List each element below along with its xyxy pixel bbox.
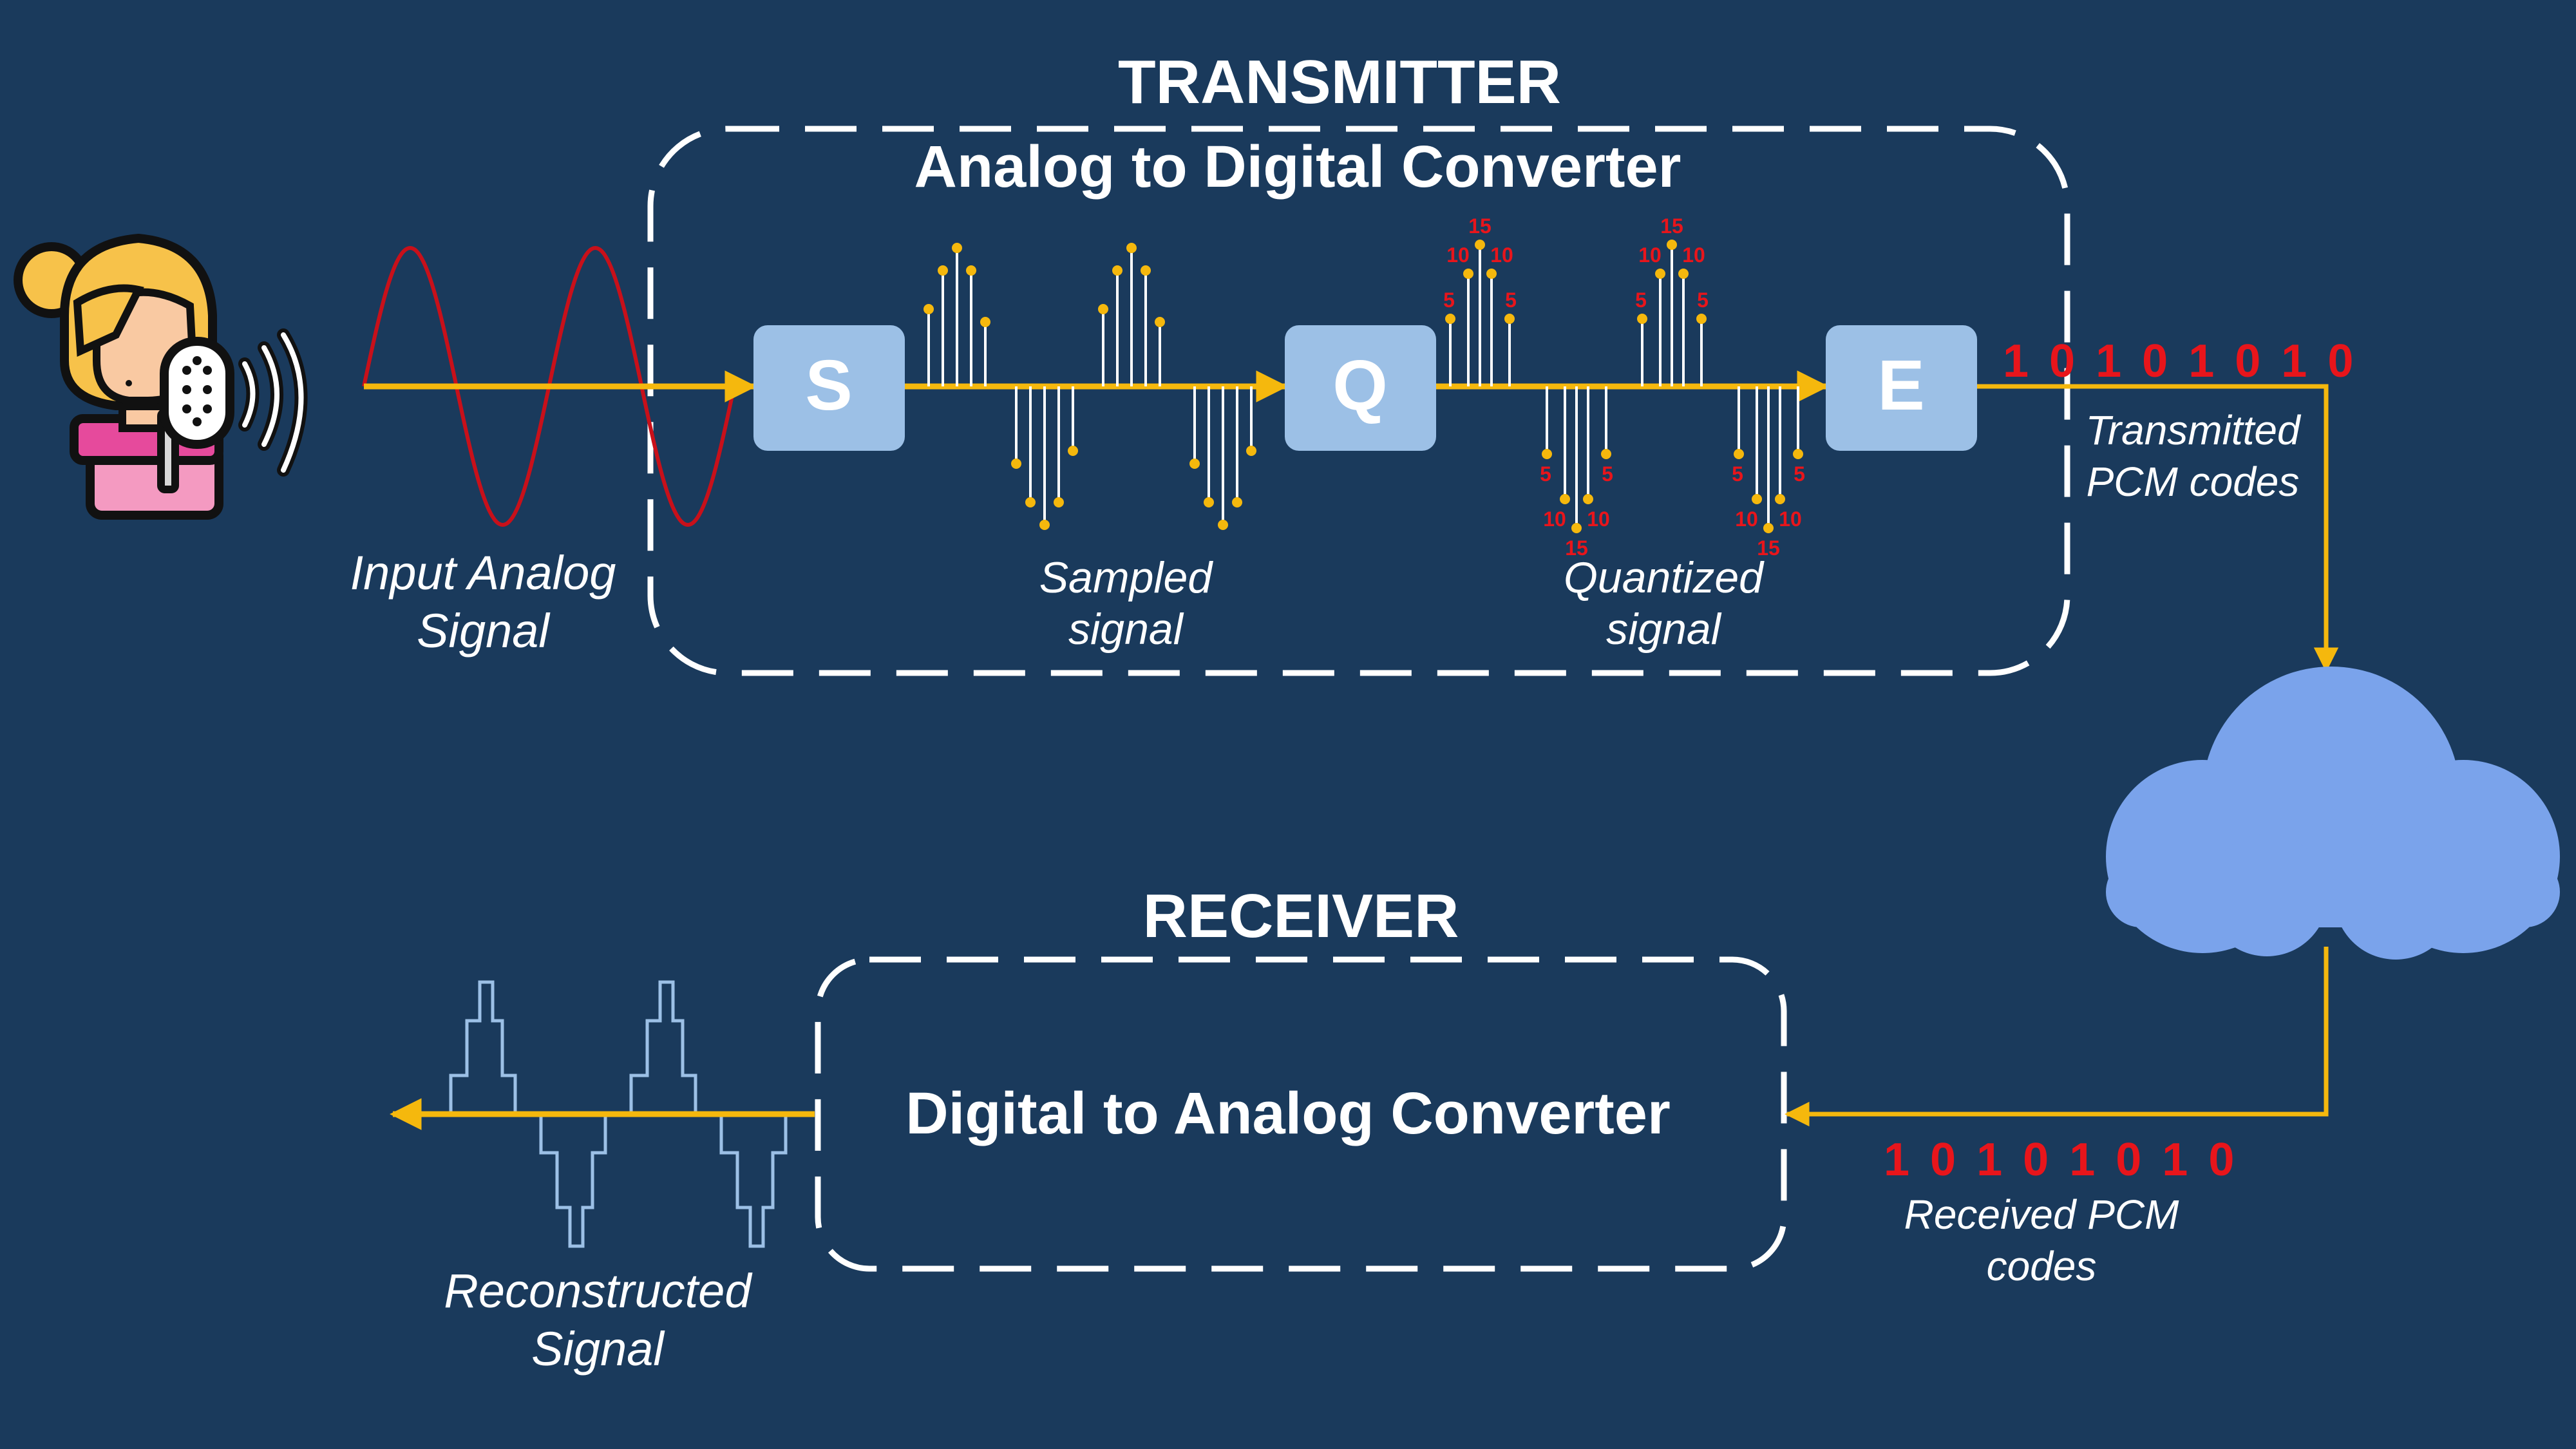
quantized-caption-line2: signal — [1606, 605, 1722, 654]
quantization-level-label: 10 — [1543, 507, 1566, 531]
sample-dot — [1011, 459, 1021, 469]
encoder-block: E — [1826, 325, 1977, 451]
transmitted-pcm-bits: 1 0 1 0 1 0 1 0 — [2003, 336, 2357, 387]
quantizer-label: Q — [1332, 346, 1388, 425]
sampler-block: S — [753, 325, 905, 451]
quantization-level-label: 10 — [1587, 507, 1610, 531]
quantized-dot — [1504, 314, 1515, 324]
quantization-level-label: 5 — [1732, 462, 1743, 486]
quantization-level-labels: 5 10 15 10 5 5 10 15 10 5 5 10 15 10 5 5 10 15 10 5 — [1443, 214, 1805, 560]
quantization-level-label: 5 — [1635, 289, 1647, 312]
quantization-level-label: 15 — [1565, 536, 1588, 560]
quantized-dot — [1637, 314, 1647, 324]
quantization-level-label: 5 — [1443, 289, 1455, 312]
sample-dot — [1025, 497, 1036, 507]
quantized-dot — [1560, 494, 1570, 504]
quantized-dot — [1734, 449, 1744, 459]
transmitted-pcm-caption-line1: Transmitted — [2085, 407, 2302, 453]
quantization-level-label: 10 — [1446, 243, 1470, 267]
output-caption-line2: Signal — [531, 1322, 665, 1376]
sample-dot — [980, 317, 990, 327]
received-pcm-caption-line2: codes — [1987, 1243, 2097, 1289]
input-caption-line2: Signal — [417, 604, 551, 658]
quantized-dot — [1775, 494, 1785, 504]
received-pcm-caption-line1: Received PCM — [1904, 1191, 2180, 1238]
channel-to-receiver-arrow — [1785, 947, 2329, 1127]
quantized-dot — [1601, 449, 1611, 459]
sample-dot — [1068, 446, 1078, 456]
quantization-level-label: 5 — [1794, 462, 1805, 486]
sample-dot — [1098, 304, 1108, 314]
cloud-icon — [2106, 667, 2560, 960]
transmitted-pcm-caption-line2: PCM codes — [2087, 459, 2300, 505]
sampled-caption-line1: Sampled — [1039, 553, 1214, 602]
sample-dot — [1039, 520, 1050, 530]
sample-dot — [1189, 459, 1200, 469]
quantization-level-label: 15 — [1468, 214, 1492, 238]
quantization-level-label: 10 — [1779, 507, 1802, 531]
sampled-signal — [923, 243, 1256, 530]
quantization-level-label: 10 — [1682, 243, 1705, 267]
sampled-caption-line2: signal — [1068, 605, 1184, 654]
quantization-level-label: 5 — [1540, 462, 1551, 486]
quantizer-block: Q — [1285, 325, 1436, 451]
quantization-level-label: 10 — [1638, 243, 1662, 267]
adc-title: Analog to Digital Converter — [914, 134, 1681, 200]
sample-dot — [1141, 265, 1151, 276]
output-caption-line1: Reconstructed — [444, 1264, 753, 1318]
sample-dot — [1155, 317, 1165, 327]
receiver-heading: RECEIVER — [1143, 882, 1459, 951]
adc-box — [647, 126, 2070, 676]
quantized-caption-line1: Quantized — [1564, 553, 1765, 602]
sampler-label: S — [805, 346, 852, 425]
quantization-level-label: 10 — [1735, 507, 1758, 531]
quantized-dot — [1655, 269, 1665, 279]
quantization-level-label: 10 — [1490, 243, 1513, 267]
sample-dot — [952, 243, 962, 253]
quantized-dot — [1667, 240, 1677, 250]
sample-dot — [1218, 520, 1228, 530]
sample-dot — [1112, 265, 1122, 276]
quantized-dot — [1445, 314, 1455, 324]
transmitter-heading: TRANSMITTER — [1118, 48, 1561, 117]
sample-dot — [966, 265, 976, 276]
encoder-label: E — [1877, 346, 1924, 425]
quantized-dot — [1463, 269, 1473, 279]
quantized-dot — [1486, 269, 1497, 279]
encoder-to-channel-arrow — [1977, 384, 2339, 672]
quantized-dot — [1571, 523, 1582, 533]
quantized-signal — [1445, 240, 1803, 533]
sample-dot — [938, 265, 948, 276]
sample-dot — [1054, 497, 1064, 507]
sample-dot — [1246, 446, 1256, 456]
quantization-level-label: 15 — [1660, 214, 1683, 238]
sample-dot — [1232, 497, 1242, 507]
quantization-level-label: 15 — [1757, 536, 1780, 560]
dac-title: Digital to Analog Converter — [905, 1081, 1671, 1146]
sample-dot — [1126, 243, 1137, 253]
quantized-dot — [1475, 240, 1485, 250]
dac-box — [815, 956, 1787, 1272]
quantized-dot — [1696, 314, 1707, 324]
quantization-level-label: 5 — [1505, 289, 1517, 312]
quantized-dot — [1678, 269, 1689, 279]
input-caption-line1: Input Analog — [350, 546, 616, 600]
sample-dot — [923, 304, 934, 314]
quantized-dot — [1763, 523, 1774, 533]
girl-with-microphone-icon — [14, 233, 308, 520]
quantized-dot — [1752, 494, 1762, 504]
quantization-level-label: 5 — [1602, 462, 1613, 486]
sample-dot — [1204, 497, 1214, 507]
quantization-level-label: 5 — [1697, 289, 1709, 312]
quantized-dot — [1793, 449, 1803, 459]
quantized-dot — [1583, 494, 1593, 504]
received-pcm-bits: 1 0 1 0 1 0 1 0 — [1884, 1134, 2238, 1186]
quantized-dot — [1542, 449, 1552, 459]
